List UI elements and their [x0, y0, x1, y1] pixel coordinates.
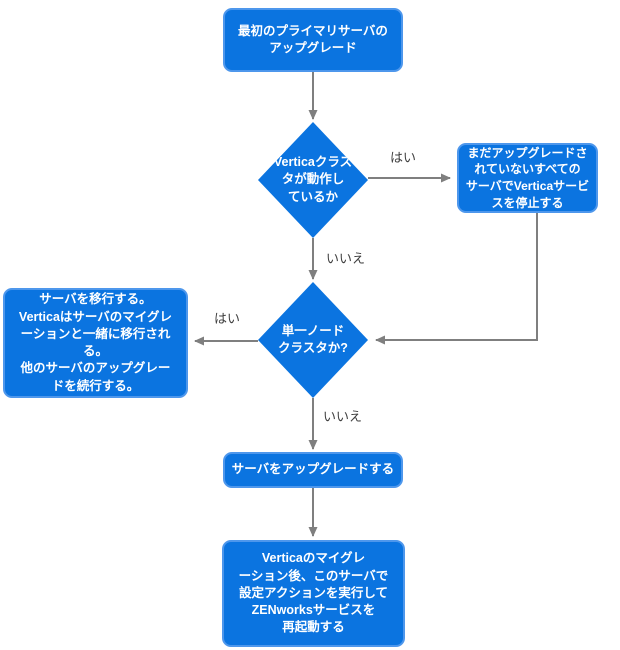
edge-label-vertica-running-no: いいえ [326, 251, 366, 266]
node-migrate-server: サーバを移行する。 Verticaはサーバのマイグレ ーションと一緒に移行される… [3, 288, 188, 398]
node-stop-vertica-services: まだアップグレードさ れていないすべての サーバでVerticaサービ スを停止… [457, 143, 598, 213]
edge-stop-vertica-to-decision-single [375, 213, 538, 345]
edge-label-single-node-yes: はい [214, 311, 241, 326]
node-start-upgrade-first-primary: 最初のプライマリサーバの アップグレード [223, 8, 403, 72]
edge-label-vertica-running-yes: はい [390, 150, 417, 165]
node-upgrade-server: サーバをアップグレードする [223, 452, 403, 488]
edge-label-single-node-no: いいえ [323, 409, 363, 424]
node-configure-action-restart-zenworks: Verticaのマイグレ ーション後、このサーバで 設定アクションを実行して Z… [222, 540, 405, 647]
